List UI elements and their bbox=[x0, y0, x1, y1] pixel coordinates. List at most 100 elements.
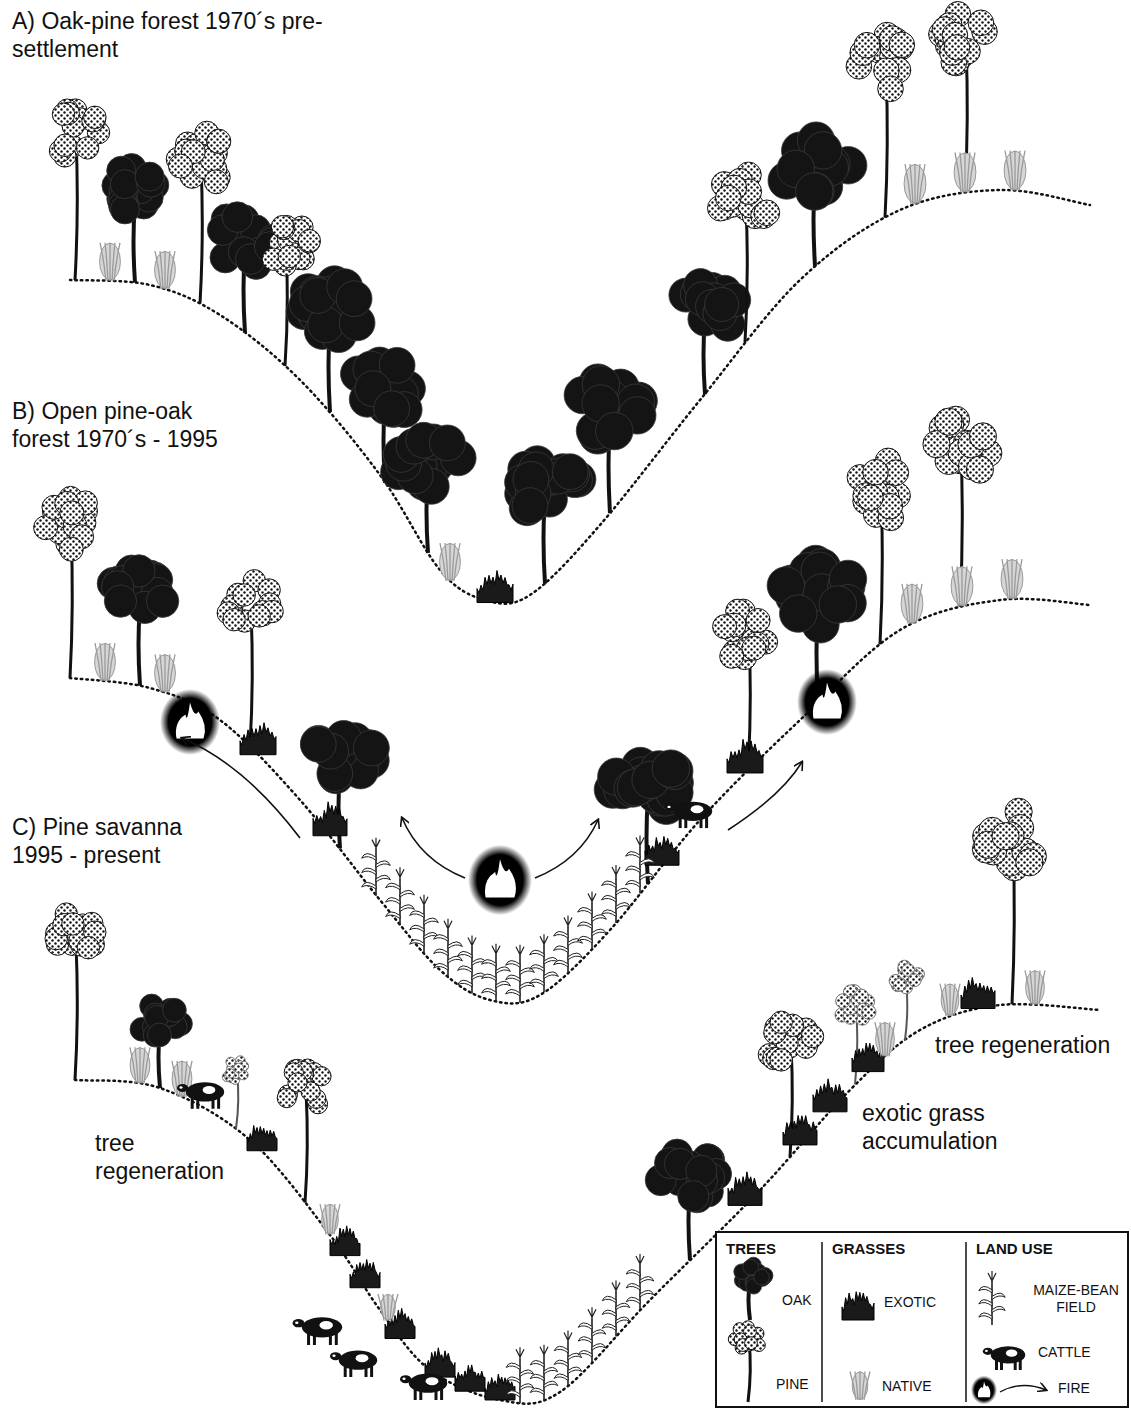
needle-cluster bbox=[836, 994, 850, 1008]
maize-leaf bbox=[592, 1344, 606, 1350]
grass-blade bbox=[964, 152, 965, 192]
maize-plant bbox=[626, 1254, 654, 1310]
grass-blade bbox=[1034, 970, 1035, 1004]
grass-tuft bbox=[425, 1348, 455, 1377]
needle-cluster bbox=[858, 485, 884, 511]
cattle bbox=[983, 1346, 1025, 1370]
native-grass bbox=[875, 1022, 895, 1056]
native-grass bbox=[155, 251, 176, 289]
legend-heading: LAND USE bbox=[976, 1240, 1053, 1258]
maize-plant bbox=[602, 865, 631, 923]
body bbox=[991, 1346, 1026, 1363]
maize-leaf bbox=[520, 982, 534, 989]
ground-line bbox=[70, 190, 1090, 604]
maize-leaf bbox=[386, 912, 400, 919]
needle-cluster bbox=[862, 1005, 876, 1019]
panel-title: A) Oak-pine forest 1970´s pre-settlement bbox=[12, 8, 387, 63]
maize-plant bbox=[530, 1345, 558, 1401]
maize-leaf bbox=[602, 1324, 616, 1330]
maize-leaf bbox=[448, 942, 462, 949]
grass-tuft bbox=[951, 567, 973, 606]
needle-cluster bbox=[54, 134, 76, 156]
flame bbox=[485, 859, 516, 897]
grass-blade bbox=[1030, 970, 1033, 1004]
grass-blade bbox=[859, 1372, 860, 1401]
legend-divider bbox=[821, 1242, 823, 1402]
needle-cluster bbox=[966, 456, 993, 483]
head bbox=[665, 803, 676, 811]
needle-cluster bbox=[770, 1011, 792, 1033]
fire-spread-arrow bbox=[182, 738, 300, 838]
needle-cluster bbox=[169, 154, 193, 178]
grass-blade bbox=[135, 1047, 138, 1083]
maize-leaf bbox=[979, 1313, 992, 1319]
needle-cluster bbox=[204, 170, 228, 194]
pine-tree bbox=[889, 960, 924, 1040]
maize-leaf bbox=[578, 1323, 592, 1329]
maize-leaf bbox=[410, 925, 424, 932]
maize-leaf bbox=[434, 935, 448, 942]
native-grass bbox=[155, 654, 176, 692]
exotic-grass bbox=[455, 1365, 485, 1391]
maize-leaf bbox=[386, 898, 400, 905]
maize-leaf bbox=[626, 852, 640, 859]
grass-blade bbox=[864, 1372, 870, 1401]
maize-leaf bbox=[554, 960, 568, 967]
flame bbox=[176, 703, 205, 739]
maize-leaf bbox=[979, 1286, 992, 1292]
grass-blade bbox=[109, 643, 115, 681]
cattle bbox=[330, 1351, 377, 1377]
needle-cluster bbox=[52, 103, 74, 125]
pine-tree bbox=[217, 570, 283, 747]
needle-cluster bbox=[713, 615, 737, 639]
pine-tree bbox=[277, 1059, 331, 1203]
tassel bbox=[468, 935, 476, 945]
maize-leaf bbox=[979, 1300, 992, 1306]
maize-leaf bbox=[992, 1293, 1005, 1299]
exotic-grass bbox=[247, 1126, 277, 1151]
grass-blade bbox=[945, 984, 948, 1016]
needle-cluster bbox=[234, 1063, 244, 1073]
grass-blade bbox=[334, 1204, 340, 1234]
maize-leaf bbox=[554, 1346, 568, 1352]
grass-tuft bbox=[727, 739, 763, 773]
needle-cluster bbox=[207, 129, 231, 153]
exotic-grass bbox=[350, 1260, 380, 1288]
maize-leaf bbox=[362, 854, 376, 861]
maize-leaf bbox=[424, 918, 438, 925]
maize-leaf bbox=[578, 907, 592, 914]
grass-blade bbox=[889, 1022, 895, 1056]
grass-tuft bbox=[330, 1226, 360, 1256]
grass-blade bbox=[105, 243, 108, 281]
grass-blade bbox=[114, 243, 120, 281]
leaf-cluster bbox=[374, 391, 410, 427]
maize-leaf bbox=[506, 989, 520, 996]
maize-leaf bbox=[496, 981, 510, 988]
needle-cluster bbox=[854, 989, 868, 1003]
grass-blade bbox=[177, 1061, 180, 1097]
grass-blade bbox=[454, 543, 460, 581]
grass-tuft bbox=[783, 1115, 817, 1145]
maize-leaf bbox=[496, 967, 510, 974]
tassel bbox=[420, 895, 428, 905]
needle-cluster bbox=[744, 1325, 757, 1338]
leaf-cluster bbox=[146, 585, 178, 617]
cattle bbox=[177, 1082, 224, 1108]
legend-label: NATIVE bbox=[882, 1378, 932, 1395]
flame bbox=[978, 1382, 991, 1398]
pine-tree bbox=[847, 448, 910, 644]
grass-blade bbox=[911, 584, 912, 624]
needle-cluster bbox=[754, 200, 780, 226]
maize-leaf bbox=[506, 1363, 520, 1369]
maize-leaf bbox=[530, 1388, 544, 1394]
maize-leaf bbox=[602, 1310, 616, 1316]
legend-heading: TREES bbox=[726, 1240, 776, 1258]
maize-plant bbox=[979, 1271, 1005, 1325]
maize-leaf bbox=[434, 949, 448, 956]
needle-cluster bbox=[720, 644, 744, 668]
maize-plant bbox=[602, 1281, 630, 1337]
needle-cluster bbox=[745, 1337, 758, 1350]
needle-cluster bbox=[278, 245, 300, 267]
exotic-grass bbox=[425, 1348, 455, 1377]
